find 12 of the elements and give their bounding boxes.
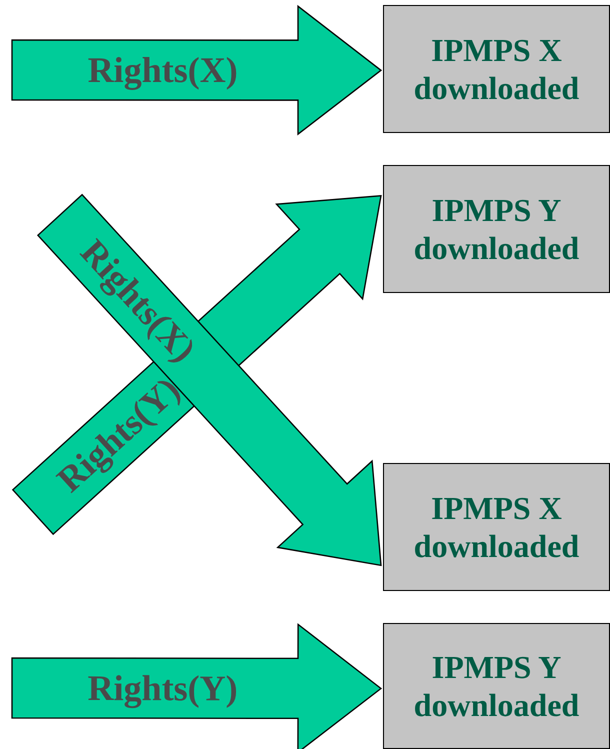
box-text: IPMPS X downloaded <box>412 488 580 566</box>
box-text: IPMPS Y downloaded <box>412 648 580 724</box>
process-box <box>383 623 610 749</box>
process-box <box>383 5 610 133</box>
edge-label: Rights(Y) <box>88 668 238 708</box>
block-arrow <box>11 623 382 749</box>
process-box <box>383 463 610 591</box>
box-text: IPMPS X downloaded <box>412 30 580 108</box>
block-arrow <box>11 4 382 136</box>
edge-label: Rights(X) <box>88 50 238 90</box>
box-text: IPMPS Y downloaded <box>412 190 580 268</box>
process-box <box>383 165 610 293</box>
